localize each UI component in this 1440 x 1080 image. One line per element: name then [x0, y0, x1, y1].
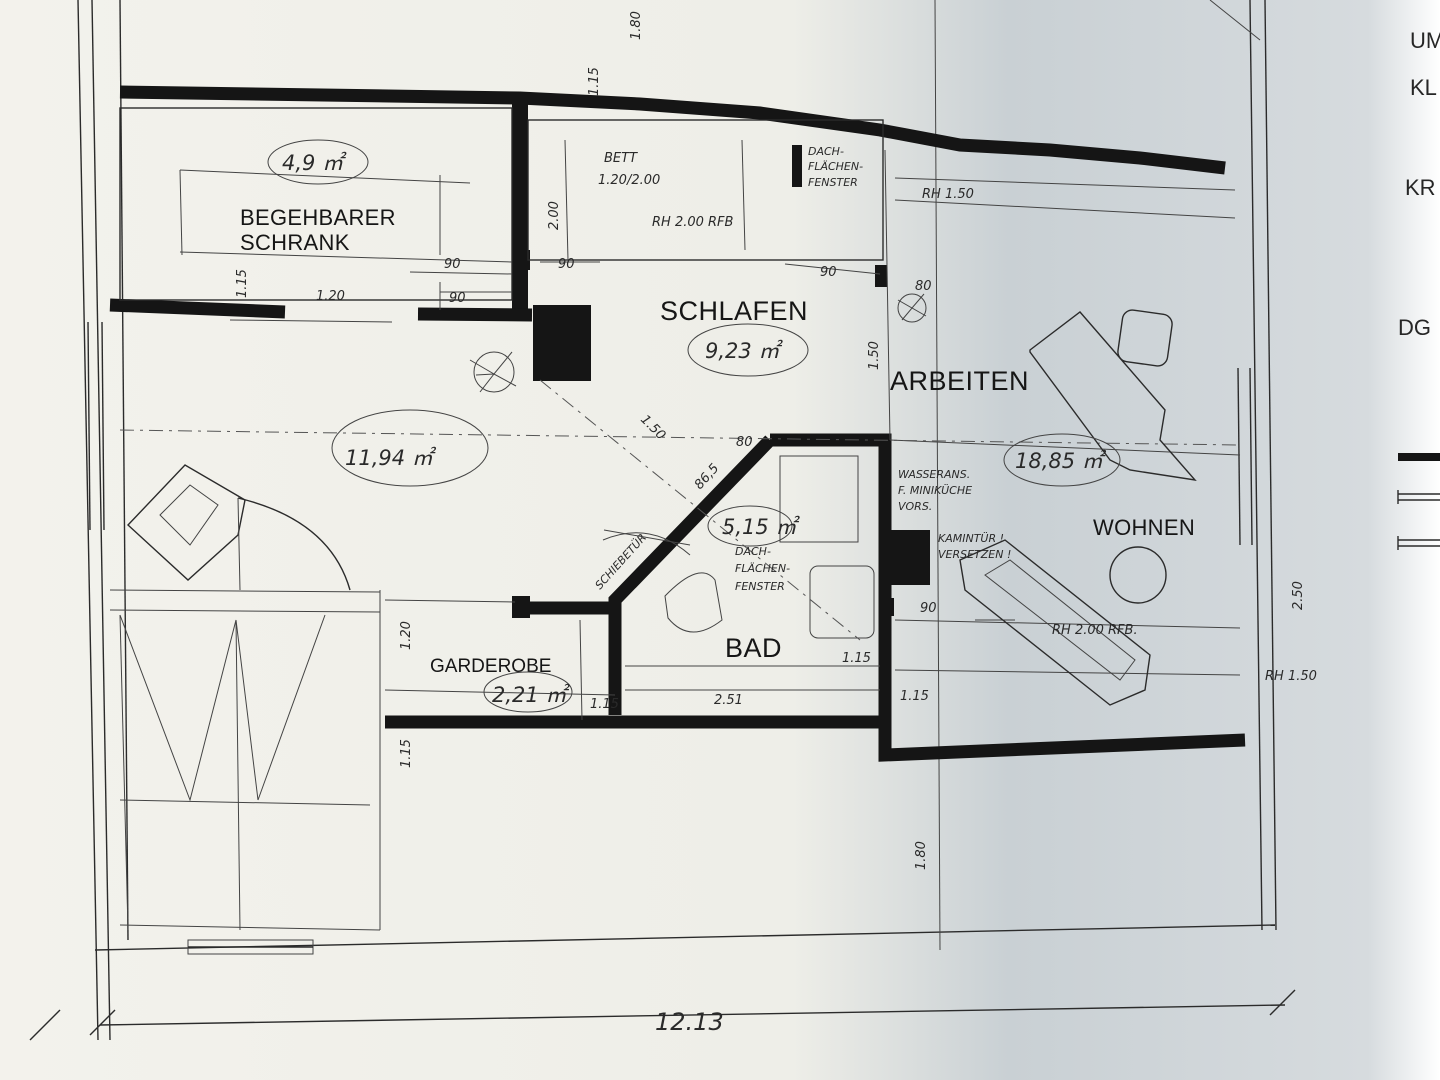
margin-text-dg: DG	[1398, 315, 1431, 340]
note-rh-right: RH 1.50	[1265, 669, 1317, 684]
plant-icon	[897, 293, 927, 323]
note-kamin-1: KAMINTÜR !	[938, 532, 1004, 545]
note-dach-bad-3: FENSTER	[735, 580, 785, 593]
dim-115-bad-a: 1.15	[590, 697, 619, 712]
note-rh-top: RH 1.50	[922, 187, 974, 202]
room-label-wohnen: WOHNEN	[1093, 515, 1195, 540]
dim-90-a: 90	[444, 257, 461, 272]
note-rh-wohnen: RH 2.00 RFB.	[1052, 623, 1138, 638]
note-dach-top-2: FLÄCHEN-	[808, 160, 863, 173]
dim-115-bad-b: 1.15	[842, 651, 871, 666]
dim-120-schrank: 1.20	[316, 289, 345, 304]
annotations: BETT 1.20/2.00 RH 2.00 RFB DACH- FLÄCHEN…	[593, 145, 1317, 684]
margin-text-kl: KL	[1410, 75, 1437, 100]
dim-90-d: 90	[820, 265, 837, 280]
dim-115-bottom: 1.15	[900, 689, 929, 704]
area-schlafen: 9,23 ㎡	[705, 339, 783, 363]
dim-1213: 12.13	[655, 1008, 724, 1036]
area-garderobe: 2,21 ㎡	[492, 683, 570, 707]
dim-120-gard: 1.20	[399, 621, 414, 650]
dim-180-bottom: 1.80	[914, 841, 929, 870]
note-dach-top-3: FENSTER	[808, 176, 858, 189]
margin-text-um: UM	[1410, 28, 1440, 53]
note-bett-size: 1.20/2.00	[598, 173, 660, 188]
note-dach-top-1: DACH-	[808, 145, 844, 158]
note-kamin-2: VERSETZEN !	[938, 548, 1011, 561]
dim-80: 80	[915, 279, 932, 294]
dim-251: 2.51	[714, 693, 743, 708]
frame-lines	[29, 0, 1296, 1041]
room-label-schlafen: SCHLAFEN	[660, 296, 808, 326]
dim-90-bad: 90	[920, 601, 937, 616]
room-label-arbeiten: ARBEITEN	[890, 366, 1029, 396]
room-label-schrank: SCHRANK	[240, 230, 350, 255]
dim-150-diag: 1.50	[637, 412, 668, 443]
area-wohnen: 18,85 ㎡	[1015, 449, 1107, 473]
dim-115-top: 1.15	[587, 67, 602, 96]
room-label-garderobe: GARDEROBE	[430, 656, 551, 677]
note-dach-bad-1: DACH-	[735, 545, 771, 558]
room-label-begehbarer: BEGEHBARER	[240, 205, 396, 230]
windows	[87, 321, 1253, 955]
area-wohn-main: 11,94 ㎡	[345, 446, 437, 470]
room-label-bad: BAD	[725, 633, 782, 663]
note-bett: BETT	[604, 151, 638, 166]
dim-200: 2.00	[547, 201, 562, 230]
dim-150-vert: 1.50	[867, 341, 882, 370]
note-rh-schlafen: RH 2.00 RFB	[652, 215, 734, 230]
area-bad: 5,15 ㎡	[722, 515, 800, 539]
plant-icon	[469, 351, 517, 393]
dim-90-b: 90	[449, 291, 466, 306]
note-wasser-1: WASSERANS.	[898, 468, 970, 481]
note-dach-bad-2: FLÄCHEN-	[735, 562, 790, 575]
walls	[109, 85, 1246, 762]
area-schrank: 4,9 ㎡	[282, 151, 347, 175]
dim-90-c: 90	[558, 257, 575, 272]
dim-80-b: 80	[736, 435, 753, 450]
drafting-lines	[109, 107, 1241, 931]
dim-180-top: 1.80	[629, 11, 644, 40]
dim-250: 2.50	[1291, 581, 1306, 610]
area-values: 4,9 ㎡ 9,23 ㎡ 11,94 ㎡ 5,15 ㎡ 2,21 ㎡ 18,85…	[267, 139, 1121, 713]
room-labels: BEGEHBARER SCHRANK SCHLAFEN ARBEITEN WOH…	[240, 205, 1195, 677]
note-wasser-3: VORS.	[898, 500, 932, 513]
note-wasser-2: F. MINIKÜCHE	[898, 484, 972, 497]
margin-text-kr: KR	[1405, 175, 1436, 200]
furniture	[127, 293, 1197, 706]
margin-notes: UM KL KR DG	[1397, 28, 1440, 550]
dim-115-gard: 1.15	[399, 739, 414, 768]
dim-115-left: 1.15	[235, 269, 250, 298]
dimensions: 1.80 1.15 2.00 1.15 1.20 90 90 90 90 80 …	[235, 11, 1306, 1036]
